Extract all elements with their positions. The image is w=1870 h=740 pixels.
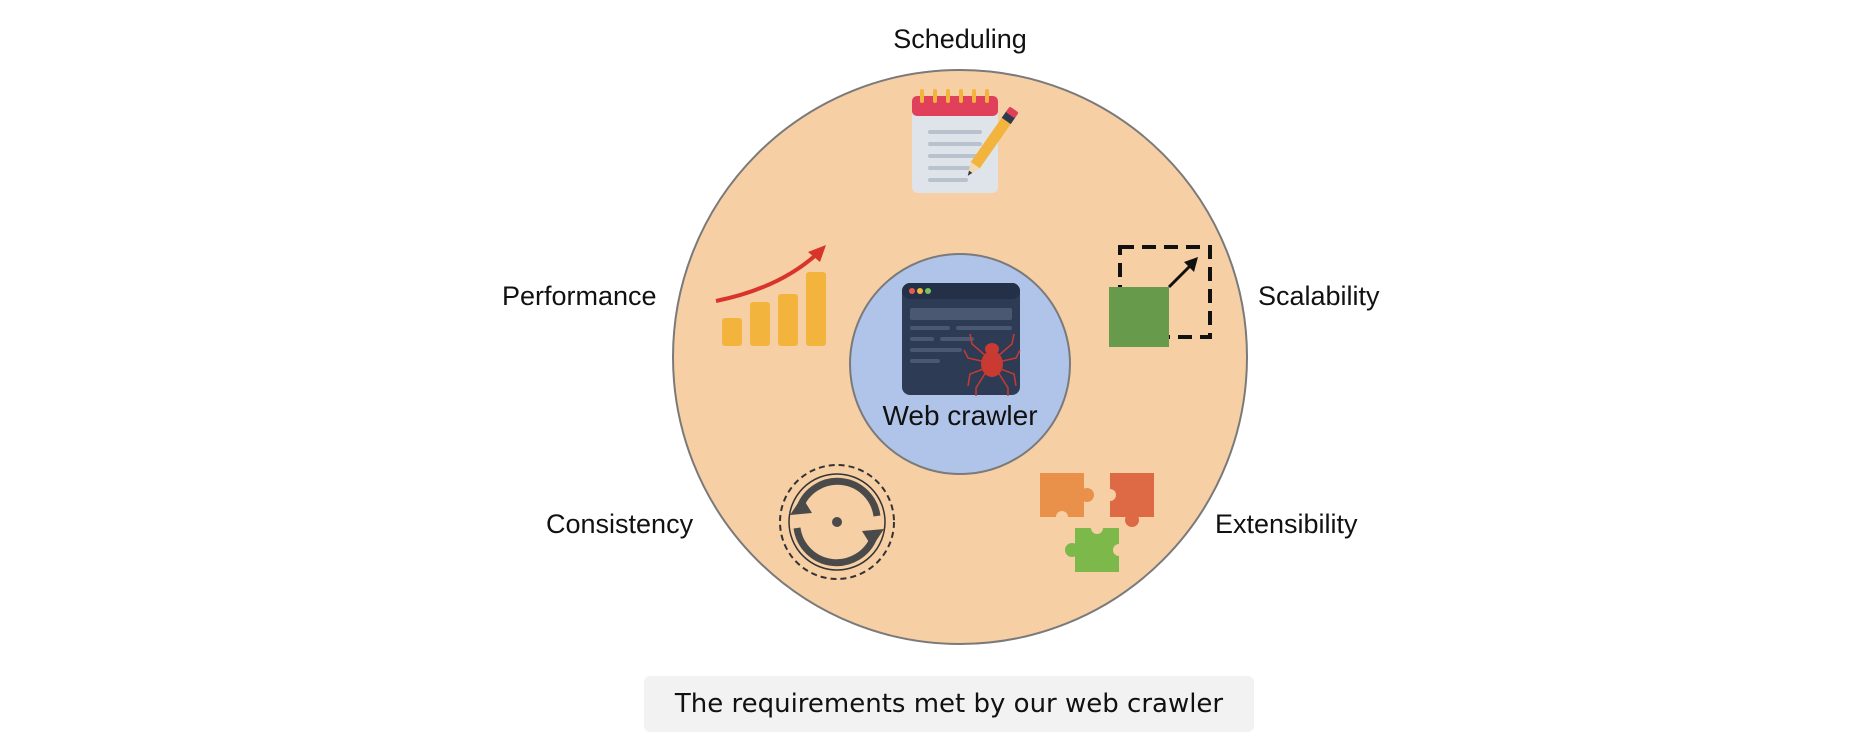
browser-spider-icon <box>902 283 1021 396</box>
puzzle-pieces-icon <box>1040 473 1154 572</box>
label-performance: Performance <box>502 281 657 311</box>
center-label: Web crawler <box>882 400 1037 431</box>
label-consistency: Consistency <box>546 509 694 539</box>
label-scalability: Scalability <box>1258 281 1380 311</box>
notepad-pencil-icon <box>912 89 1018 193</box>
caption-box: The requirements met by our web crawler <box>644 676 1254 732</box>
label-scheduling: Scheduling <box>893 24 1027 54</box>
caption: The requirements met by our web crawler <box>674 689 1224 719</box>
sync-icon <box>779 464 895 580</box>
scale-resize-icon <box>1109 245 1212 347</box>
growth-bar-chart-icon <box>715 245 826 346</box>
label-extensibility: Extensibility <box>1215 509 1358 539</box>
